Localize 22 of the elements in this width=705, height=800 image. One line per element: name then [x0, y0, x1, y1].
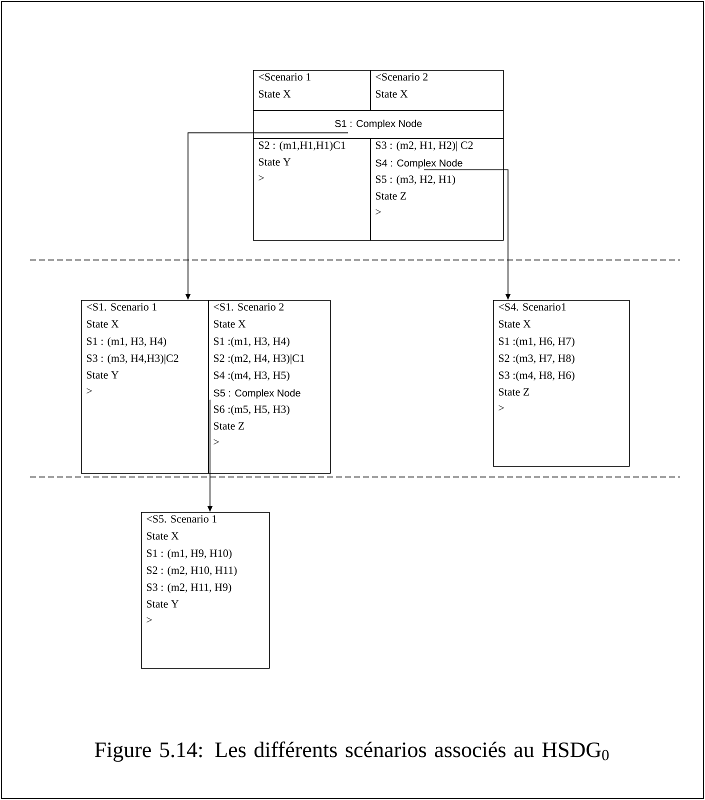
scenario-cell: <Scenario 1 State X: [253, 70, 371, 111]
scenario-cell: <S4. Scenario1 State X S1 :(m1, H6, H7) S2 :(m3, H7, H8) S3 :(m4, H8, H6) State Z >: [493, 300, 630, 467]
scenario-cell: <S1. Scenario 1 State X S1 : (m1, H3, H4) S3 : (m3, H4,H3)|C2 State Y >: [81, 300, 209, 474]
node-label: State X: [214, 320, 246, 328]
node-label: S2 :(m2, H4, H3)|C1: [214, 354, 304, 364]
node-label: State Z: [376, 192, 406, 200]
complex-node-label: S5 : Complex Node: [214, 389, 300, 399]
node-label: >: [376, 209, 381, 215]
node-label: S3 : (m2, H1, H2)| C2: [376, 141, 473, 152]
scenario-cell: <S5. Scenario 1 State X S1 : (m1, H9, H10) S2 : (m2, H10, H11) S3 : (m2, H11, H9) State Y >: [141, 512, 270, 669]
caption: Figure 5.14: Les différents scénarios associés au HSDG$_{0}$: [94, 742, 609, 762]
node-label: State Z: [214, 422, 244, 430]
node-label: S5 : (m3, H2, H1): [376, 175, 456, 186]
node-label: S4 :(m4, H3, H5): [214, 371, 290, 382]
complex-node-band: S1 : Complex Node: [253, 110, 504, 139]
scenario-cell: S2 : (m1,H1,H1)C1 State Y >: [253, 138, 371, 241]
complex-node-label: S4 : Complex Node: [376, 159, 462, 169]
node-label: >: [214, 439, 219, 445]
node-label: <S1. Scenario 2: [214, 303, 284, 311]
node-label: S1 :(m1, H3, H4): [214, 337, 290, 348]
node-label: S6 :(m5, H5, H3): [214, 405, 290, 416]
scenario-cell: <Scenario 2 State X: [370, 70, 504, 111]
